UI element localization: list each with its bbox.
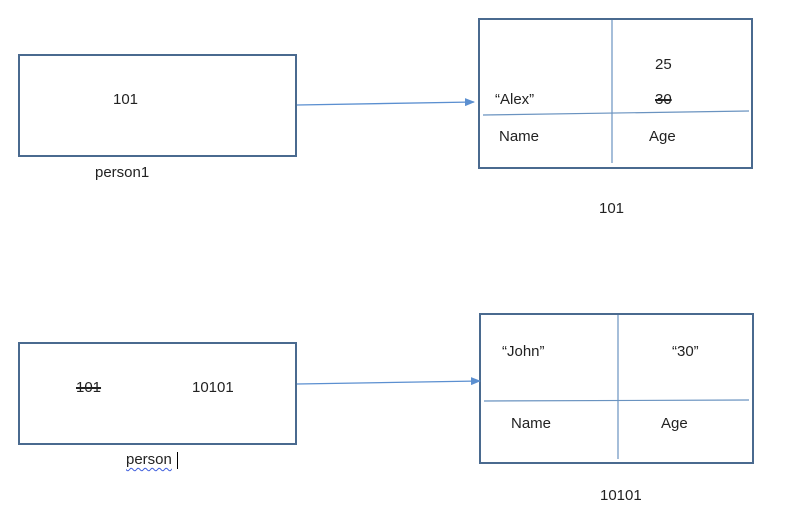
alex-name-value: “Alex” (495, 91, 535, 108)
alex-age-old-value: 30 (655, 91, 672, 108)
alex-age-label: Age (649, 128, 676, 145)
person1-label: person1 (95, 164, 150, 181)
john-object-box (479, 313, 754, 464)
person-label: person (126, 451, 172, 468)
alex-name-label: Name (499, 128, 540, 145)
john-name-value: “John” (502, 343, 545, 360)
person1-reference-box (18, 54, 297, 157)
john-object-address: 10101 (600, 487, 642, 504)
alex-object-box (478, 18, 753, 169)
text-cursor (177, 452, 178, 469)
john-age-value: “30” (672, 343, 699, 360)
person-reference-value: 10101 (192, 379, 234, 396)
person1-reference-value: 101 (113, 91, 139, 108)
person1-to-alex-arrow (296, 98, 475, 107)
person-to-john-arrow (296, 377, 481, 386)
alex-age-new-value: 25 (655, 56, 672, 73)
john-name-label: Name (511, 415, 552, 432)
person-old-reference-value: 101 (76, 379, 102, 396)
person-reference-box (18, 342, 297, 445)
alex-object-address: 101 (599, 200, 625, 217)
john-age-label: Age (661, 415, 688, 432)
